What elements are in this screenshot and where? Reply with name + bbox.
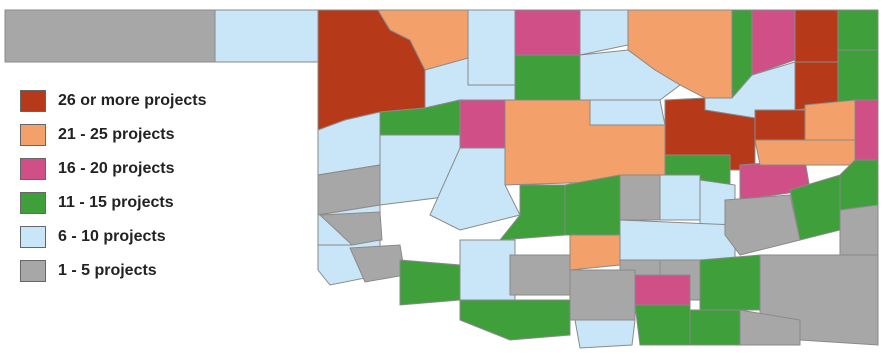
legend-item-21-25: 21 - 25 projects [20, 118, 260, 152]
county-s-52 [569, 269, 636, 321]
legend-swatch-26-plus [20, 90, 46, 112]
legend-item-16-20: 16 - 20 projects [20, 152, 260, 186]
county-c-24 [804, 99, 856, 141]
county-c-31 [839, 159, 879, 211]
county-c-35 [498, 184, 566, 241]
county-c-40 [619, 219, 736, 261]
county-ne-25 [854, 99, 879, 161]
county-ne-10 [837, 9, 879, 51]
county-ne-26 [379, 134, 461, 206]
legend-label: 1 - 5 projects [58, 262, 157, 279]
county-panhandle-west [4, 9, 216, 63]
county-c-37 [619, 174, 661, 221]
county-c-41 [724, 194, 801, 256]
county-s-49 [569, 234, 621, 271]
county-c-36 [564, 174, 621, 236]
county-n-4 [514, 9, 581, 56]
legend-item-26-plus: 26 or more projects [20, 84, 260, 118]
county-s-60 [739, 309, 801, 346]
county-w-19 [459, 99, 506, 149]
county-sw-46 [399, 259, 461, 306]
legend-swatch-11-15 [20, 192, 46, 214]
legend-item-11-15: 11 - 15 projects [20, 186, 260, 220]
legend-item-1-5: 1 - 5 projects [20, 254, 260, 288]
county-s-54 [699, 254, 761, 311]
legend-swatch-1-5 [20, 260, 46, 282]
county-sw-47 [459, 239, 516, 301]
county-n-5 [579, 9, 629, 56]
county-ne-9 [794, 9, 839, 63]
county-c-20 [589, 99, 666, 126]
county-e-43 [839, 204, 879, 261]
county-s-57 [634, 304, 691, 346]
legend-label: 11 - 15 projects [58, 194, 174, 211]
county-s-48 [509, 254, 571, 296]
county-s-53 [634, 274, 691, 306]
county-n-12 [514, 54, 581, 101]
legend-label: 26 or more projects [58, 92, 207, 109]
county-se-56 [574, 319, 636, 349]
legend-swatch-16-20 [20, 158, 46, 180]
legend-label: 21 - 25 projects [58, 126, 175, 143]
legend-swatch-21-25 [20, 124, 46, 146]
county-s-59 [459, 299, 571, 341]
county-panhandle-east [214, 9, 319, 63]
county-n-3 [467, 9, 516, 86]
county-c-38 [659, 174, 701, 221]
legend-label: 16 - 20 projects [58, 160, 175, 177]
legend-item-6-10: 6 - 10 projects [20, 220, 260, 254]
county-c-30 [754, 139, 856, 166]
county-s-58 [689, 309, 741, 346]
county-w-33 [318, 211, 383, 246]
map-legend: 26 or more projects 21 - 25 projects 16 … [20, 84, 260, 288]
county-c-23 [754, 109, 806, 141]
legend-swatch-6-10 [20, 226, 46, 248]
county-ne-16 [837, 49, 879, 106]
legend-label: 6 - 10 projects [58, 228, 166, 245]
